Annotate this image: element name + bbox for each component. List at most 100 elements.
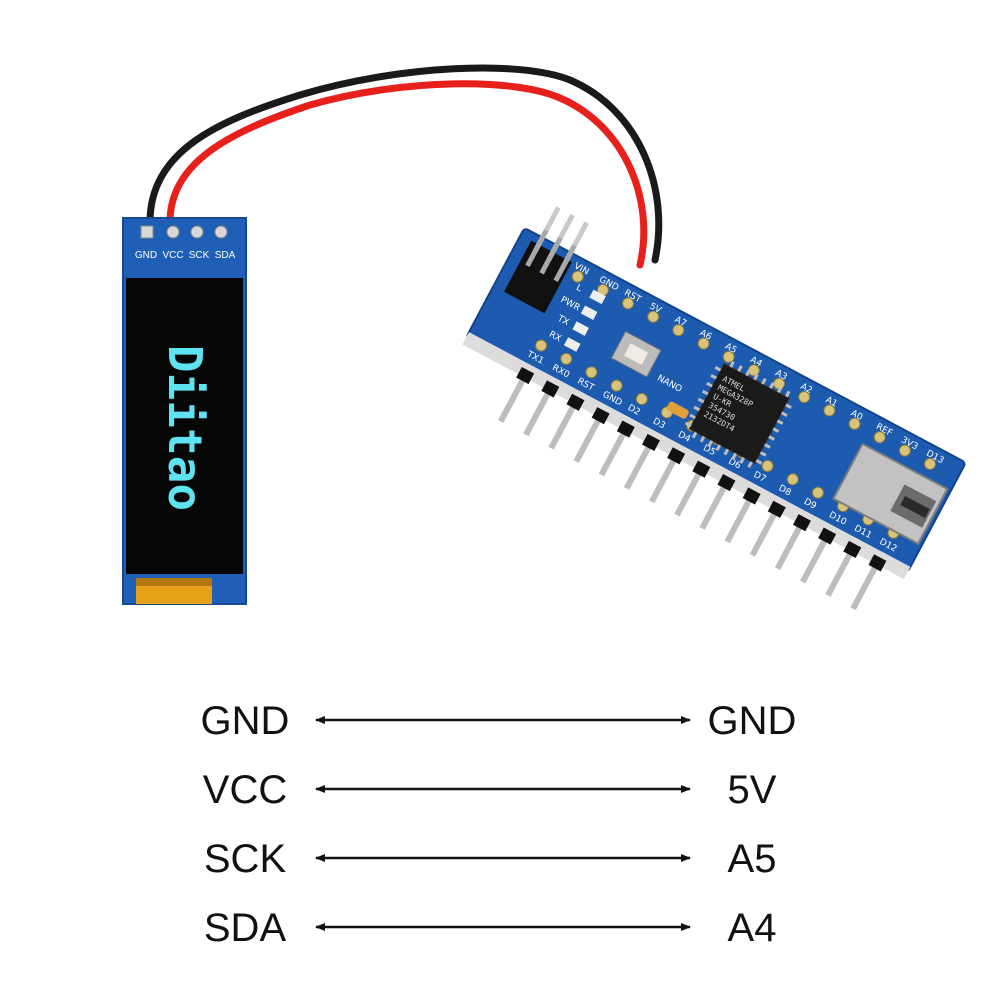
nano-pin-spacer xyxy=(516,366,535,385)
nano-pin-pad xyxy=(747,364,760,377)
nano-pin-leg xyxy=(498,374,528,423)
icsp-pin xyxy=(553,244,577,282)
nano-pin-leg xyxy=(699,481,730,530)
nano-pin-pad xyxy=(560,352,573,365)
chip-leg xyxy=(684,421,692,428)
led xyxy=(589,289,606,305)
nano-pin-leg xyxy=(674,467,704,517)
chip-leg xyxy=(785,403,792,410)
chip-leg xyxy=(764,443,771,449)
nano-pin-leg xyxy=(649,454,679,504)
icsp-base xyxy=(503,240,572,314)
oled-flex-cable-shadow xyxy=(136,578,212,586)
nano-pin-leg xyxy=(623,441,654,490)
nano-pin-spacer xyxy=(767,500,786,518)
icsp-header xyxy=(503,206,589,314)
chip-leg xyxy=(772,427,780,433)
chip-leg xyxy=(780,411,788,417)
nano-pin-pad xyxy=(610,379,623,392)
mcu-chip-body xyxy=(688,362,791,465)
nano-pin-pad xyxy=(848,417,861,430)
nano-pin-spacer xyxy=(692,460,711,478)
nano-pin-spacer xyxy=(818,527,837,545)
oled-pin-label: VCC xyxy=(162,250,183,261)
nano-pin-label: A3 xyxy=(773,368,788,382)
chip-leg xyxy=(699,435,706,443)
nano-pin-pad xyxy=(622,297,635,310)
nano-pin-leg xyxy=(749,507,780,557)
chip-leg xyxy=(759,451,767,457)
chip-leg xyxy=(768,435,775,441)
nano-pin-pad xyxy=(535,339,548,352)
oled-pin-hole xyxy=(214,225,228,239)
chip-leg xyxy=(753,373,759,381)
nano-pin-spacer xyxy=(742,487,761,505)
mcu-chip-legs xyxy=(684,361,792,468)
nano-pin-pad xyxy=(585,366,598,379)
chip-leg xyxy=(693,405,701,412)
nano-pin-leg xyxy=(724,494,755,544)
nano-pin-spacer xyxy=(667,447,686,465)
oled-screen-text: Diitao xyxy=(158,345,212,511)
oled-pin-name: GND xyxy=(201,699,290,743)
oled-pin-label: SCK xyxy=(189,250,210,261)
chip-leg xyxy=(731,452,738,460)
nano-pin-leg xyxy=(548,400,579,450)
nano-pin-pad xyxy=(873,431,886,444)
nano-pin-spacer xyxy=(641,433,660,452)
nano-pin-pad xyxy=(924,457,937,470)
nano-pin-spacer xyxy=(566,393,585,411)
nano-pin-label: A7 xyxy=(673,315,688,329)
nano-pin-leg xyxy=(774,521,805,571)
nano-pin-spacer xyxy=(616,420,635,438)
nano-pin-label: A2 xyxy=(799,382,814,396)
oled-pin-hole xyxy=(140,225,154,239)
oled-pin-label: SDA xyxy=(215,250,236,261)
nano-pin-pad xyxy=(571,270,584,283)
nano-pin-leg xyxy=(573,414,604,463)
icsp-pin xyxy=(525,229,549,267)
nano-pin-leg xyxy=(850,561,881,611)
oled-screen xyxy=(126,278,243,574)
oled-pin-label: GND xyxy=(135,250,157,261)
usb-connector xyxy=(832,442,949,546)
oled-pin-labels: GND VCC SCK SDA xyxy=(135,250,236,261)
nano-pin-leg xyxy=(800,534,830,584)
nano-pin-name: A5 xyxy=(728,837,777,881)
chip-leg xyxy=(689,413,696,420)
reset-button-cap xyxy=(624,343,649,366)
led xyxy=(572,321,589,336)
chip-leg xyxy=(706,381,713,388)
nano-pin-pad xyxy=(798,391,811,404)
nano-pin-pad xyxy=(761,459,774,472)
oled-header xyxy=(140,225,228,239)
nano-pin-leg xyxy=(825,548,855,597)
chip-leg xyxy=(784,390,791,398)
usb-tongue xyxy=(900,495,930,518)
nano-pin-leg xyxy=(598,427,629,477)
nano-pin-spacer xyxy=(541,380,560,398)
oled-module: GND VCC SCK SDA Diitao xyxy=(122,217,247,605)
chip-leg xyxy=(710,373,718,380)
nano-pin-label: A1 xyxy=(824,395,839,409)
chip-leg xyxy=(777,386,783,394)
chip-leg xyxy=(697,397,705,404)
nano-pin-pad xyxy=(647,310,660,323)
nano-pin-pad xyxy=(672,324,685,337)
black-wire xyxy=(146,64,663,264)
chip-leg xyxy=(755,459,763,465)
nano-pin-pad xyxy=(786,473,799,486)
oled-pin-hole xyxy=(190,225,204,239)
chip-leg xyxy=(714,366,722,372)
chip-leg xyxy=(745,369,751,377)
nano-pin-pad xyxy=(811,486,824,499)
nano-pin-spacer xyxy=(843,540,862,559)
nano-pin-label: A5 xyxy=(723,342,738,356)
